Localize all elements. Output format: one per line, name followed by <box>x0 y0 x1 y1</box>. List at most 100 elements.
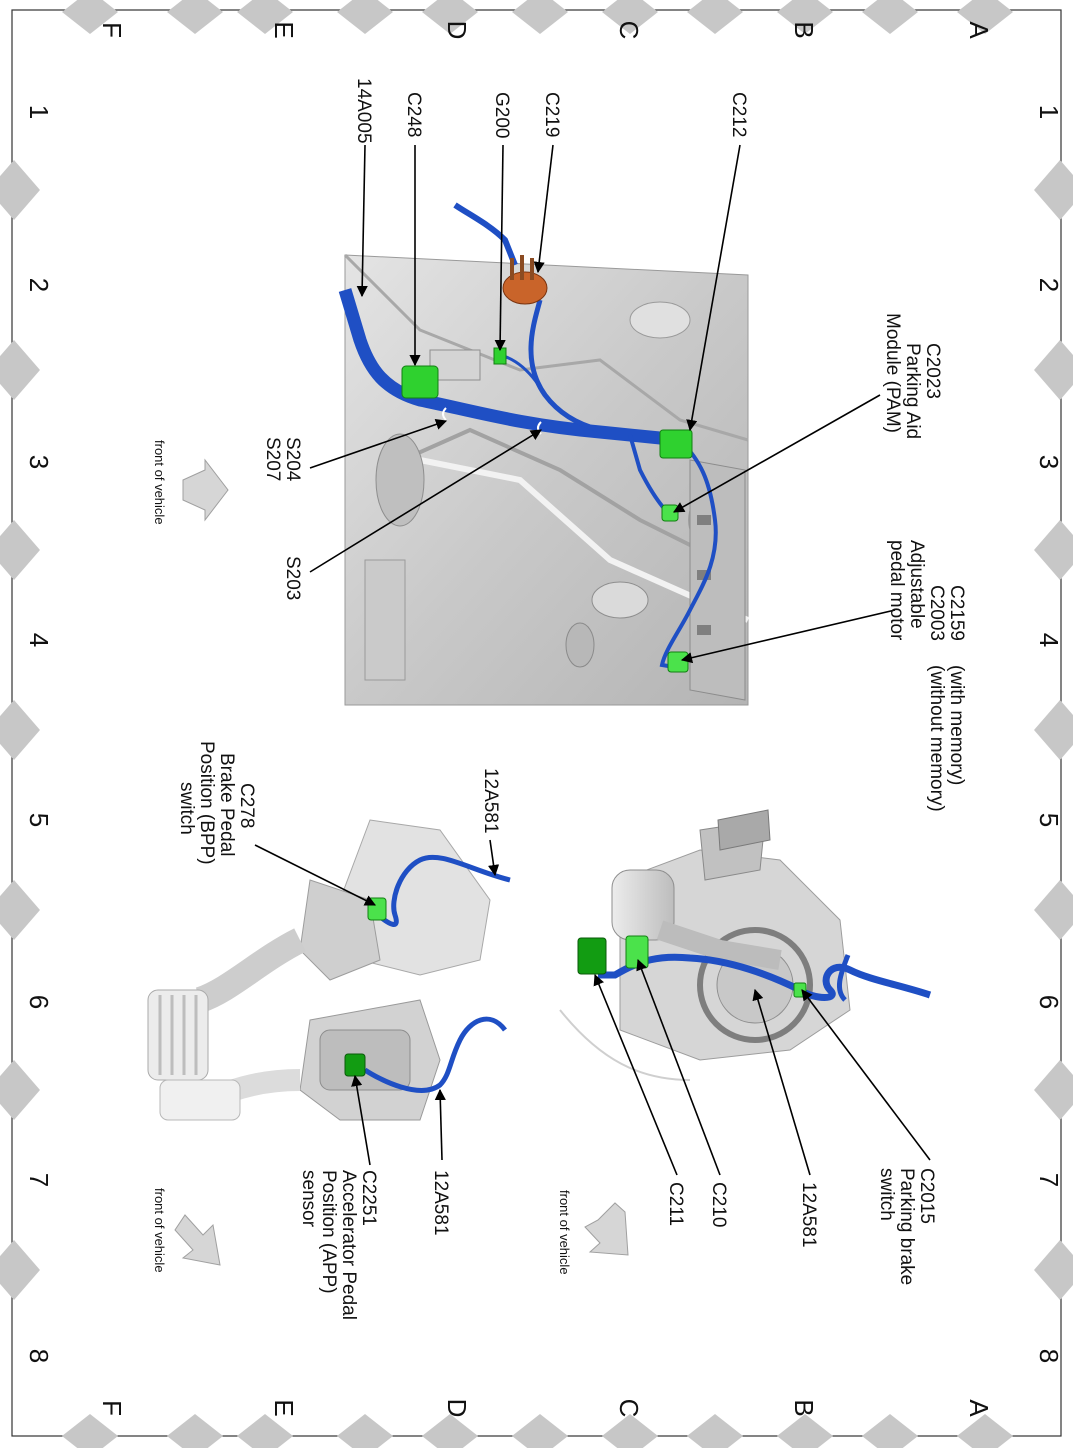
grid-row-c-bottom: C <box>614 1399 644 1418</box>
border-diamond <box>62 0 118 34</box>
border-diamond <box>777 1414 833 1453</box>
border-diamond <box>687 1414 743 1453</box>
label-c212: C212 <box>728 92 749 137</box>
label-app: Position (APP) <box>318 1170 339 1294</box>
border-diamond <box>862 1414 918 1453</box>
c2251-connector <box>344 1053 366 1077</box>
border-diamond <box>1034 700 1073 760</box>
label-adjustable: Adjustable <box>906 540 927 629</box>
border-diamond <box>237 1414 293 1453</box>
grid-row-e-bottom: E <box>269 1399 299 1416</box>
border-diamond <box>0 340 40 400</box>
border-diamond <box>777 0 833 34</box>
pedal-assembly-illustration <box>147 819 491 1121</box>
border-diamond <box>602 0 658 34</box>
label-c210: C210 <box>708 1182 729 1227</box>
s204-splice <box>442 407 447 421</box>
grid-row-b-top: B <box>789 21 819 38</box>
border-diamond <box>687 0 743 34</box>
label-sensor: sensor <box>298 1170 319 1228</box>
label-s203: S203 <box>282 556 303 600</box>
grid-col-7-right: 7 <box>1034 1173 1064 1187</box>
label-c211: C211 <box>665 1182 686 1226</box>
border-diamond <box>862 0 918 34</box>
border-diamond <box>1034 1240 1073 1300</box>
border-diamond <box>1034 1060 1073 1120</box>
border-diamond <box>62 1414 118 1453</box>
border-diamond <box>237 0 293 34</box>
label-c278: C278 <box>236 783 257 828</box>
border-diamond <box>957 1414 1013 1453</box>
label-g200: G200 <box>491 92 512 138</box>
label-12a581-low: 12A581 <box>430 1170 451 1236</box>
label-accel-pedal: Accelerator Pedal <box>338 1170 359 1320</box>
grid-row-e-top: E <box>269 21 299 38</box>
grid-col-7-left: 7 <box>24 1173 54 1187</box>
c2015-connector <box>793 982 807 998</box>
grid-col-6-left: 6 <box>24 995 54 1009</box>
border-diamond <box>1034 880 1073 940</box>
label-c2023: C2023 <box>922 343 943 399</box>
label-without-memory: (without memory) <box>926 665 947 812</box>
border-diamond <box>512 1414 568 1453</box>
grid-row-a-bottom: A <box>964 1399 994 1417</box>
c278-connector <box>367 897 387 921</box>
border-diamond <box>0 880 40 940</box>
border-diamond <box>1034 520 1073 580</box>
cowl-panel-illustration <box>343 253 750 706</box>
grid-row-a-top: A <box>964 21 994 39</box>
grid-col-6-right: 6 <box>1034 995 1064 1009</box>
border-diamond <box>602 1414 658 1453</box>
c211-connector <box>577 937 607 975</box>
grid-col-2-right: 2 <box>1034 278 1064 292</box>
border-diamond <box>0 160 40 220</box>
grid-col-3-left: 3 <box>24 455 54 469</box>
c248-connector <box>401 365 439 399</box>
grid-col-5-right: 5 <box>1034 813 1064 827</box>
label-s207: S207 <box>262 437 283 481</box>
label-c2159: C2159 <box>946 585 967 641</box>
border-diamond <box>167 1414 223 1453</box>
c212-connector <box>659 429 693 459</box>
grid-row-f-top: F <box>97 22 127 38</box>
border-diamond <box>512 0 568 34</box>
c2023-connector <box>661 504 679 522</box>
grid-col-5-left: 5 <box>24 813 54 827</box>
label-pam: Module (PAM) <box>882 313 903 433</box>
label-c2251: C2251 <box>358 1170 379 1226</box>
wiring-harness-parking-brake <box>598 953 932 1002</box>
border-diamond <box>1034 340 1073 400</box>
grid-col-2-left: 2 <box>24 278 54 292</box>
wiring-harness-pedals <box>363 854 511 1093</box>
callout-leader-lines <box>254 144 931 1176</box>
label-front-of-vehicle-3: front of vehicle <box>557 1190 572 1275</box>
label-switch-parking: switch <box>876 1168 897 1221</box>
label-12a581-top: 12A581 <box>480 768 501 834</box>
c210-connector <box>625 935 649 969</box>
border-diamond <box>957 0 1013 34</box>
label-parking-brake: Parking brake <box>896 1168 917 1285</box>
label-s204: S204 <box>282 437 303 482</box>
label-pedal-motor: pedal motor <box>886 540 907 641</box>
grid-col-8-right: 8 <box>1034 1349 1064 1363</box>
label-bpp: Position (BPP) <box>196 741 217 865</box>
label-parking-aid: Parking Aid <box>902 343 923 439</box>
grid-col-4-left: 4 <box>24 633 54 647</box>
grid-col-3-right: 3 <box>1034 455 1064 469</box>
label-14a005: 14A005 <box>353 78 374 144</box>
grid-col-1-right: 1 <box>1034 105 1064 119</box>
grid-col-4-right: 4 <box>1034 633 1064 647</box>
grid-col-8-left: 8 <box>24 1349 54 1363</box>
border-diamond <box>0 520 40 580</box>
label-switch-bpp: switch <box>176 782 197 835</box>
border-diamond <box>0 1060 40 1120</box>
label-front-of-vehicle-1: front of vehicle <box>152 440 167 525</box>
grid-row-b-bottom: B <box>789 1399 819 1416</box>
grid-row-c-top: C <box>614 21 644 40</box>
label-c219: C219 <box>541 92 562 137</box>
label-12a581-mid: 12A581 <box>798 1182 819 1248</box>
border-diamond <box>337 0 393 34</box>
